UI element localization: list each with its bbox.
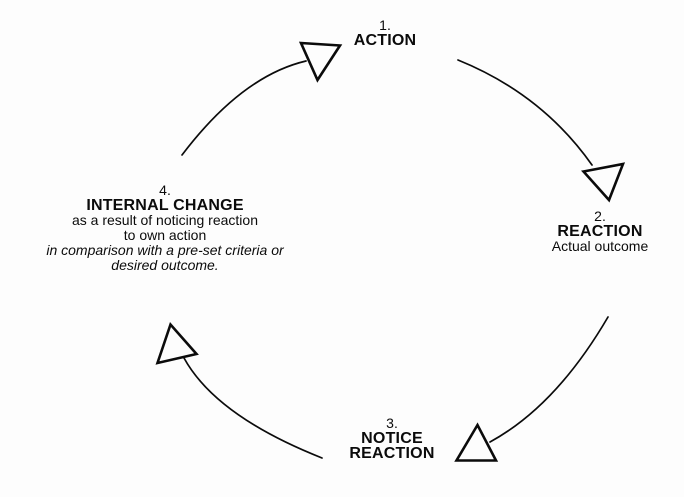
arrow-notice-reaction-to-internal-change: [183, 357, 323, 459]
arrowhead-at-reaction-icon: [580, 162, 626, 203]
node-reaction-number: 2.: [594, 208, 606, 224]
node-internal-change-number: 4.: [159, 182, 171, 198]
node-action-title: ACTION: [353, 32, 417, 49]
node-internal-change-italic-line1: in comparison with a pre-set criteria or: [46, 242, 284, 258]
arrow-reaction-to-notice-reaction: [489, 316, 609, 443]
node-notice-reaction-title-line2: REACTION: [349, 445, 435, 462]
node-internal-change-italic-line2: desired outcome.: [111, 257, 219, 273]
node-internal-change-desc-line1: as a result of noticing reaction: [72, 212, 258, 228]
arrowhead-at-action-icon: [298, 41, 343, 83]
node-internal-change-desc-line2: to own action: [123, 227, 207, 243]
node-reaction-title: REACTION: [557, 223, 643, 240]
node-internal-change: 4. INTERNAL CHANGE as a result of notici…: [46, 183, 283, 273]
arrowhead-at-notice-reaction-icon: [454, 422, 499, 462]
node-notice-reaction: 3. NOTICE REACTION: [349, 415, 435, 462]
node-action: 1. ACTION: [353, 17, 417, 49]
node-reaction-subtitle: Actual outcome: [551, 238, 649, 254]
node-notice-reaction-title-line1: NOTICE: [361, 430, 423, 447]
node-notice-reaction-number: 3.: [386, 415, 398, 431]
node-reaction: 2. REACTION Actual outcome: [552, 209, 649, 254]
node-action-number: 1.: [379, 17, 391, 33]
arrowhead-at-internal-change-icon: [155, 321, 199, 365]
arrow-internal-change-to-action: [181, 60, 307, 156]
arrow-action-to-reaction: [457, 59, 593, 166]
node-internal-change-title: INTERNAL CHANGE: [86, 197, 244, 214]
